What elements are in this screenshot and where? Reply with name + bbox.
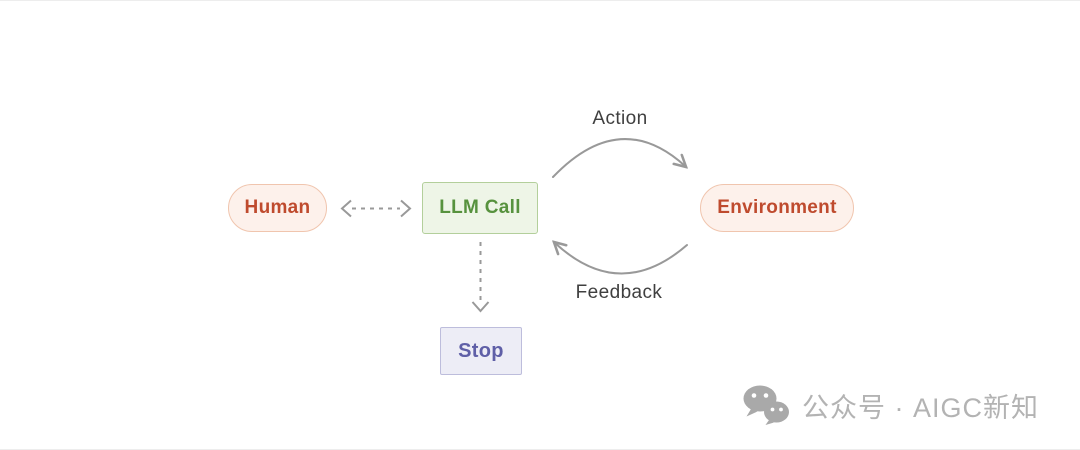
edge-action-arc bbox=[552, 138, 685, 178]
arrowhead-left-icon bbox=[340, 199, 352, 218]
node-stop-label: Stop bbox=[458, 339, 504, 362]
arrowhead-down-icon bbox=[471, 301, 490, 313]
node-human: Human bbox=[228, 184, 327, 232]
edge-label-feedback: Feedback bbox=[575, 282, 663, 303]
watermark: 公众号 · AIGC新知 bbox=[742, 384, 1039, 426]
watermark-text: 公众号 · AIGC新知 bbox=[802, 392, 1040, 423]
wechat-icon bbox=[743, 385, 789, 425]
edge-feedback-arc bbox=[555, 243, 688, 275]
edge-human-llm-dashed-arrow bbox=[340, 199, 412, 218]
node-llm-call-label: LLM Call bbox=[439, 197, 521, 218]
node-environment: Environment bbox=[700, 184, 854, 232]
arrowhead-right-icon bbox=[400, 199, 412, 218]
node-environment-label: Environment bbox=[717, 197, 837, 218]
node-human-label: Human bbox=[244, 197, 311, 218]
node-stop: Stop bbox=[440, 327, 522, 375]
edge-label-action: Action bbox=[592, 108, 648, 129]
edge-llm-stop-dashed-arrow bbox=[471, 242, 490, 313]
node-llm-call: LLM Call bbox=[422, 182, 538, 234]
